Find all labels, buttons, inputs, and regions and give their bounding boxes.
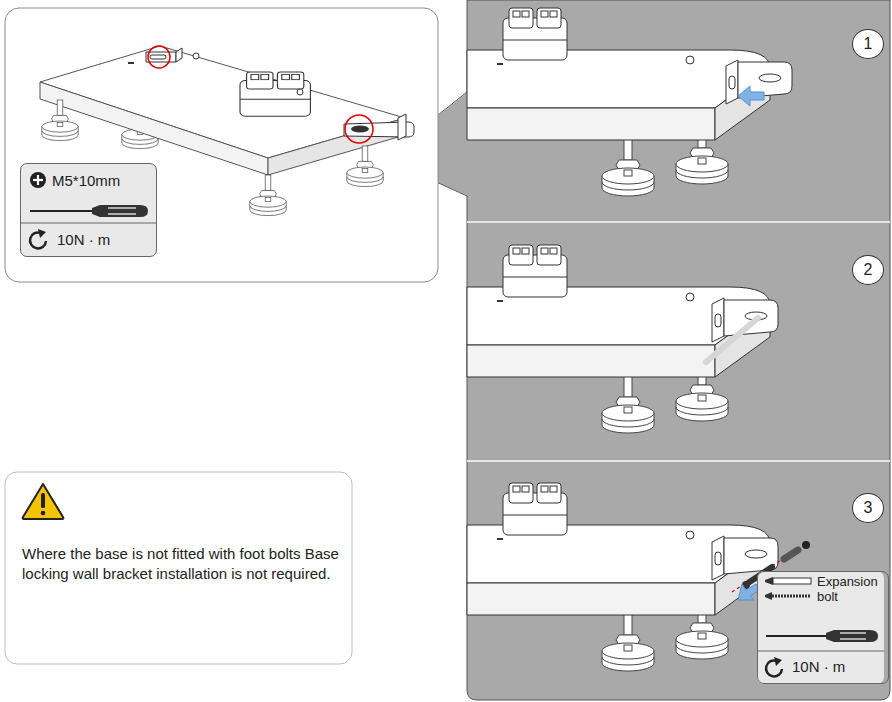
note-box: Where the base is not fitted with foot b… [5,472,352,664]
overview-base [42,100,78,141]
screwdriver-icon [108,207,136,208]
spec-label: M5*10mm [52,172,120,191]
overview-base [193,53,199,59]
screw-icon [30,172,46,188]
illustration [467,245,770,433]
callout-number: 1 [852,29,884,59]
callout-number: 3 [852,493,884,523]
warning-icon [23,484,64,519]
overview-base [351,126,369,133]
screwdriver-icon [766,630,878,642]
screwdriver-icon [840,632,866,633]
callout-number: 3 [853,494,883,522]
warning-icon [41,493,45,508]
screwdriver-icon [766,635,826,637]
torque-icon [774,657,782,666]
torque-icon [766,657,782,676]
warning-icon [23,484,64,519]
screwdriver-icon [30,210,92,212]
spec-box: Expansion bolt 10N · m [757,571,889,684]
torque-value: 10N · m [792,658,845,677]
bolt-icon [765,577,811,600]
bolt-icon [765,592,772,600]
screw-icon [37,175,39,185]
spec-divider [20,223,157,224]
overview-base [297,89,303,95]
callout-number: 2 [852,255,884,285]
panel-divider [467,221,890,223]
illustration [712,298,778,342]
bolt-icon [773,578,811,584]
spec-label: Expansion bolt [817,575,883,605]
torque-icon [30,229,46,248]
overview-base [128,62,134,64]
torque-icon [766,660,782,676]
torque-icon [38,229,46,238]
spec-box-fill [757,571,884,684]
expansion-bolt [742,541,810,589]
overview-base [148,46,170,68]
illustration [467,8,770,196]
warning-icon [41,511,46,516]
screwdriver-icon [840,638,866,639]
screw-shadow [706,318,758,362]
overview-base [146,52,176,62]
illustration [467,483,770,671]
bolt-icon [772,595,811,598]
expansion-bolt [802,541,810,549]
callout-number: 1 [853,30,883,58]
spec-box-fill [20,163,157,257]
step-panel [467,0,890,700]
screwdriver-icon [92,205,148,217]
screwdriver-icon [108,213,136,214]
spec-divider [757,651,884,652]
spec-box: M5*10mm 10N · m [20,163,157,257]
overview-base [240,72,310,116]
note-card [5,472,352,664]
overview-card [5,8,438,282]
push-arrow [738,86,764,106]
screwdriver-icon [826,630,878,642]
overview-base [398,114,406,140]
panel-divider [467,460,890,462]
bolt-icon [765,577,773,585]
screw-icon [30,172,46,188]
overview-base [345,115,373,143]
expansion-bolt [784,550,798,559]
overview-base [150,55,166,59]
overview-base [250,175,286,216]
screwdriver-icon [30,205,148,217]
overview-base [347,146,383,187]
callout-number: 2 [853,256,883,284]
overview-base [40,82,268,175]
overview-base [176,48,182,62]
torque-icon [30,232,46,248]
torque-value: 10N · m [57,231,110,250]
note-text: Where the base is not fitted with foot b… [22,544,340,585]
